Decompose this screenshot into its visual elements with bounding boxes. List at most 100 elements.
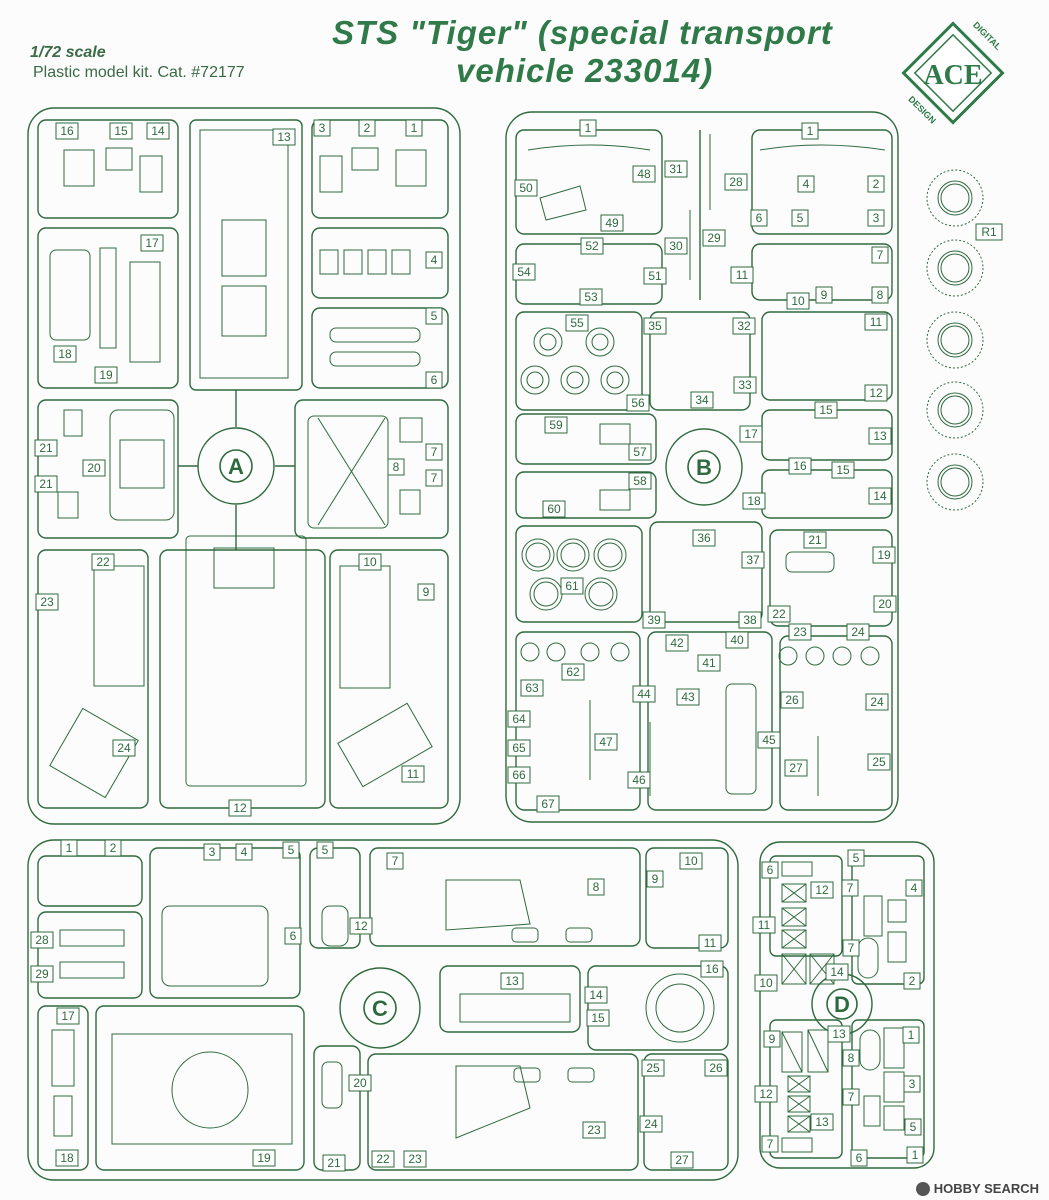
- svg-text:15: 15: [836, 463, 850, 477]
- svg-text:1: 1: [411, 121, 418, 135]
- svg-text:5: 5: [288, 843, 295, 857]
- watermark-text: HOBBY SEARCH: [933, 1181, 1039, 1196]
- svg-text:3: 3: [909, 1077, 916, 1091]
- svg-text:21: 21: [39, 441, 53, 455]
- part-number-label: 53: [579, 288, 603, 306]
- svg-text:21: 21: [327, 1156, 341, 1170]
- svg-text:6: 6: [767, 863, 774, 877]
- sprue-c: C: [27, 839, 739, 1181]
- part-number-label: 22: [91, 553, 115, 571]
- part-number-label: 17: [140, 234, 164, 252]
- svg-text:35: 35: [648, 319, 662, 333]
- part-number-label: 4: [235, 843, 253, 861]
- svg-text:1: 1: [912, 1148, 919, 1162]
- svg-text:18: 18: [58, 347, 72, 361]
- svg-text:39: 39: [647, 613, 661, 627]
- svg-text:21: 21: [808, 533, 822, 547]
- svg-text:42: 42: [670, 636, 684, 650]
- part-number-label: 24: [639, 1115, 663, 1133]
- svg-text:31: 31: [669, 162, 683, 176]
- svg-text:30: 30: [669, 239, 683, 253]
- svg-text:10: 10: [759, 976, 773, 990]
- svg-text:13: 13: [815, 1115, 829, 1129]
- svg-text:24: 24: [870, 695, 884, 709]
- sprue-d-label: D: [834, 992, 850, 1017]
- svg-text:24: 24: [851, 625, 865, 639]
- svg-text:40: 40: [730, 633, 744, 647]
- part-number-label: 12: [349, 917, 373, 935]
- svg-text:15: 15: [591, 1011, 605, 1025]
- part-number-label: 9: [763, 1030, 781, 1048]
- svg-text:58: 58: [633, 474, 647, 488]
- part-number-label: 12: [810, 881, 834, 899]
- kit-title-line-2: vehicle 233014): [456, 52, 714, 89]
- part-number-label: 15: [109, 122, 133, 140]
- svg-text:43: 43: [681, 690, 695, 704]
- svg-text:9: 9: [769, 1032, 776, 1046]
- part-number-label: 7: [842, 1088, 860, 1106]
- scale-label: 1/72 scale: [30, 44, 106, 61]
- svg-text:20: 20: [878, 597, 892, 611]
- part-number-label: 42: [665, 634, 689, 652]
- svg-text:49: 49: [605, 216, 619, 230]
- svg-text:7: 7: [431, 471, 438, 485]
- part-number-label: 30: [664, 237, 688, 255]
- part-number-label: 21: [34, 439, 58, 457]
- part-number-label: 17: [56, 1007, 80, 1025]
- svg-text:11: 11: [704, 936, 717, 950]
- part-number-label: 4: [797, 175, 815, 193]
- part-number-label: 10: [358, 553, 382, 571]
- svg-text:6: 6: [856, 1151, 863, 1165]
- part-number-label: 11: [730, 266, 754, 284]
- svg-text:8: 8: [393, 460, 400, 474]
- part-number-label: 63: [520, 679, 544, 697]
- part-number-label: 14: [146, 122, 170, 140]
- svg-text:6: 6: [290, 929, 297, 943]
- svg-text:27: 27: [675, 1153, 689, 1167]
- svg-text:12: 12: [354, 919, 368, 933]
- part-number-label: 13: [272, 128, 296, 146]
- part-number-label: 11: [752, 916, 776, 934]
- svg-text:46: 46: [632, 773, 646, 787]
- svg-text:18: 18: [747, 494, 761, 508]
- svg-text:8: 8: [848, 1051, 855, 1065]
- part-number-label: 26: [780, 691, 804, 709]
- part-number-label: 1: [902, 1026, 920, 1044]
- part-number-label: 12: [754, 1085, 778, 1103]
- svg-text:5: 5: [431, 309, 438, 323]
- svg-text:65: 65: [512, 741, 526, 755]
- svg-text:2: 2: [364, 121, 371, 135]
- sprue-b-label: B: [696, 455, 712, 480]
- svg-text:6: 6: [756, 211, 763, 225]
- svg-text:14: 14: [151, 124, 165, 138]
- svg-text:13: 13: [505, 974, 519, 988]
- part-number-label: 37: [741, 551, 765, 569]
- part-number-label: 55: [565, 314, 589, 332]
- svg-text:37: 37: [746, 553, 760, 567]
- svg-text:59: 59: [549, 418, 563, 432]
- part-number-label: 23: [582, 1121, 606, 1139]
- svg-text:7: 7: [767, 1137, 774, 1151]
- part-number-label: 48: [632, 165, 656, 183]
- svg-text:54: 54: [517, 265, 531, 279]
- svg-text:2: 2: [873, 177, 880, 191]
- svg-text:10: 10: [363, 555, 377, 569]
- part-number-label: 29: [30, 965, 54, 983]
- part-number-label: 5: [316, 841, 334, 859]
- svg-text:7: 7: [877, 248, 884, 262]
- svg-text:6: 6: [431, 373, 438, 387]
- svg-text:22: 22: [376, 1152, 390, 1166]
- part-number-label: 6: [761, 861, 779, 879]
- svg-text:13: 13: [277, 130, 291, 144]
- svg-text:13: 13: [873, 429, 887, 443]
- svg-text:19: 19: [257, 1151, 271, 1165]
- part-number-label: 12: [228, 799, 252, 817]
- part-number-label: 9: [646, 870, 664, 888]
- svg-text:5: 5: [910, 1120, 917, 1134]
- part-number-label: 1: [906, 1146, 924, 1164]
- part-number-label: 10: [754, 974, 778, 992]
- part-number-label: 56: [626, 394, 650, 412]
- part-number-label: 1: [801, 122, 819, 140]
- part-number-label: 16: [788, 457, 812, 475]
- part-number-label: 11: [698, 934, 722, 952]
